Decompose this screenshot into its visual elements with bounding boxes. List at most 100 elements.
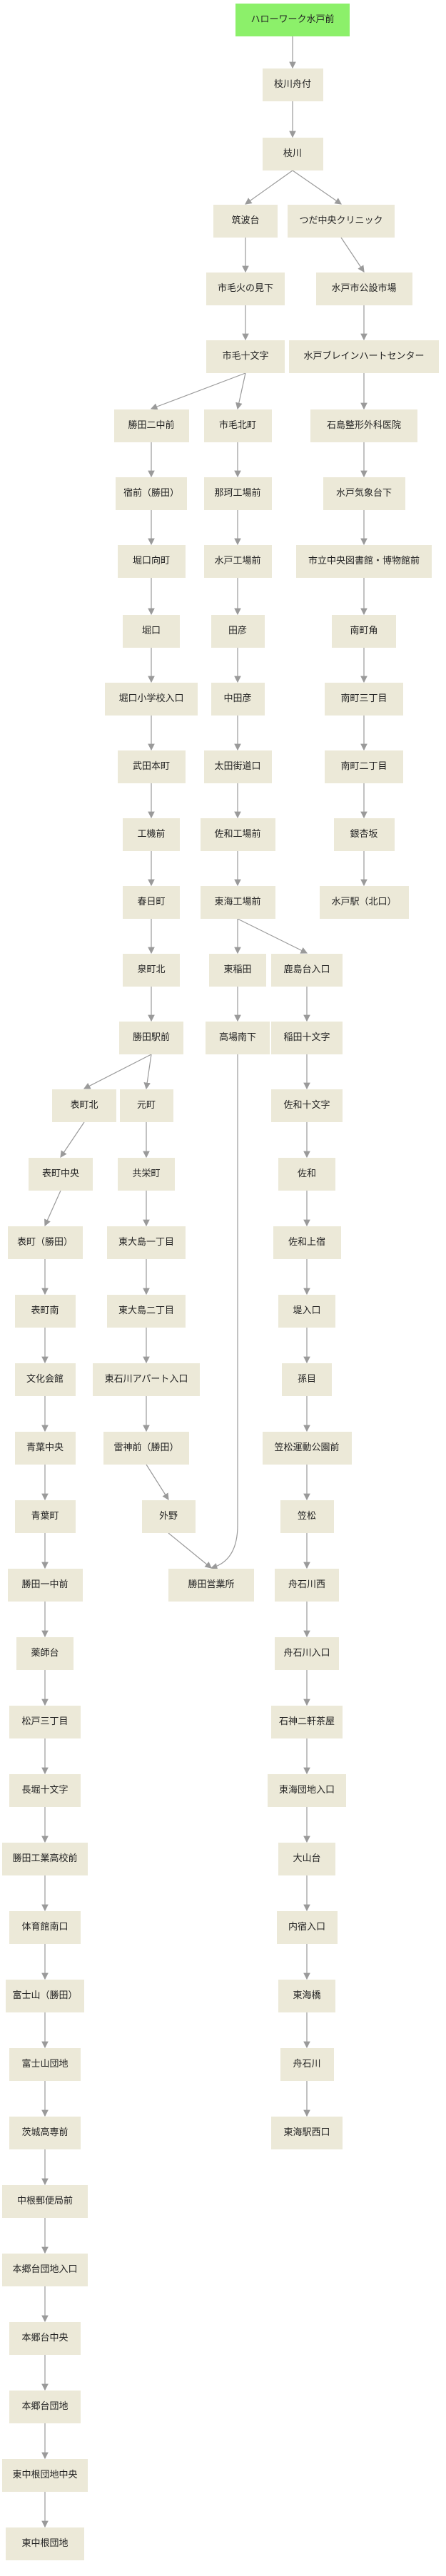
- stop-node: 枝川: [262, 138, 323, 170]
- stop-node: 勝田一中前: [7, 1569, 83, 1602]
- stop-node: 東海工場前: [200, 886, 275, 919]
- stop-node: 東海駅西口: [271, 2117, 343, 2149]
- stop-node: 笠松運動公園前: [262, 1432, 352, 1465]
- stop-node: 市立中央図書館・博物館前: [296, 545, 432, 578]
- stop-node: 稲田十文字: [271, 1022, 343, 1054]
- stop-node: 文化会館: [14, 1363, 76, 1396]
- stop-node: 本郷台団地: [9, 2391, 81, 2423]
- stop-node: 青葉町: [14, 1500, 76, 1533]
- stop-node: 石島整形外科医院: [310, 409, 417, 442]
- stop-node: 笠松: [280, 1500, 334, 1533]
- stop-node: 表町北: [52, 1089, 116, 1122]
- stop-node: 舟石川: [280, 2048, 334, 2081]
- stop-node: 中根郵便局前: [2, 2185, 88, 2218]
- stop-node: 泉町北: [123, 954, 180, 987]
- stop-node: 中田彦: [211, 683, 265, 716]
- stop-node: 表町（勝田）: [7, 1226, 83, 1259]
- stop-node: 春日町: [123, 886, 180, 919]
- stop-node: 舟石川入口: [275, 1637, 339, 1670]
- edge-connector: [44, 1190, 61, 1227]
- edge-connector: [60, 1121, 85, 1158]
- edge-connector: [245, 170, 293, 205]
- stop-node: 南町角: [332, 615, 396, 648]
- stop-node: 筑波台: [213, 205, 278, 238]
- stop-node: 太田街道口: [203, 750, 272, 783]
- stop-node: 石神二軒茶屋: [271, 1706, 343, 1738]
- stop-node: 内宿入口: [276, 1911, 338, 1944]
- stop-node: 東大島一丁目: [107, 1226, 186, 1259]
- stop-node: 田彦: [211, 615, 265, 648]
- stop-node: 工機前: [123, 818, 180, 851]
- stop-node: 市毛火の見下: [206, 273, 285, 305]
- edge-connector: [150, 372, 246, 410]
- edge-connector: [83, 1054, 152, 1089]
- edge-connector: [237, 918, 308, 954]
- stop-node: 舟石川西: [275, 1569, 339, 1602]
- stop-node: 堤入口: [278, 1295, 335, 1328]
- stop-node: 勝田工業高校前: [2, 1843, 88, 1875]
- stop-node: 外野: [141, 1500, 196, 1533]
- stop-node: 市毛十文字: [206, 340, 285, 373]
- stop-node: 武田本町: [117, 750, 186, 783]
- stop-node: 東稲田: [209, 954, 266, 987]
- stop-node: ハローワーク水戸前: [235, 4, 350, 36]
- stop-node: 元町: [119, 1089, 173, 1122]
- stop-node: 雷神前（勝田）: [103, 1432, 189, 1465]
- stop-node: 佐和: [278, 1158, 335, 1191]
- edge-connector: [146, 1464, 169, 1501]
- stop-node: 勝田二中前: [113, 409, 189, 442]
- stop-node: 宿前（勝田）: [116, 477, 187, 510]
- stop-node: 佐和上宿: [273, 1226, 341, 1259]
- edge-connector: [210, 1054, 238, 1570]
- stop-node: 堀口向町: [117, 545, 186, 578]
- stop-node: 体育館南口: [9, 1911, 81, 1944]
- stop-node: 佐和十文字: [271, 1089, 343, 1122]
- stop-node: 表町南: [14, 1295, 76, 1328]
- stop-node: 佐和工場前: [200, 818, 275, 851]
- stop-node: 松戸三丁目: [9, 1706, 81, 1738]
- edge-connector: [168, 1532, 212, 1569]
- stop-node: 東中根団地: [6, 2527, 84, 2560]
- edge-connector: [143, 1054, 152, 1090]
- stop-node: 青葉中央: [14, 1432, 76, 1465]
- edge-connector: [292, 170, 342, 205]
- stop-node: 本郷台中央: [9, 2322, 81, 2355]
- stop-node: 水戸市公設市場: [315, 273, 412, 305]
- stop-node: 孫目: [282, 1363, 332, 1396]
- stop-node: 堀口: [123, 615, 180, 648]
- stop-node: 勝田営業所: [168, 1569, 254, 1602]
- stop-node: 共栄町: [118, 1158, 175, 1191]
- stop-node: 東石川アパート入口: [93, 1363, 200, 1396]
- stop-node: 本郷台団地入口: [2, 2254, 88, 2286]
- stop-node: 那珂工場前: [203, 477, 272, 510]
- stop-node: 茨城高専前: [9, 2117, 81, 2149]
- stop-node: 薬師台: [16, 1637, 74, 1670]
- stop-node: 東海橋: [278, 1980, 335, 2012]
- stop-node: 鹿島台入口: [271, 954, 343, 987]
- stop-node: 枝川舟付: [262, 68, 323, 101]
- stop-node: つだ中央クリニック: [288, 205, 395, 238]
- stop-node: 水戸駅（北口）: [319, 886, 409, 919]
- stop-node: 高場南下: [206, 1022, 270, 1054]
- stop-node: 東海団地入口: [268, 1774, 346, 1807]
- edge-connector: [235, 372, 246, 410]
- stop-node: 水戸気象台下: [323, 477, 405, 510]
- stop-node: 表町中央: [29, 1158, 93, 1191]
- stop-node: 銀杏坂: [333, 818, 395, 851]
- stop-node: 水戸工場前: [203, 545, 272, 578]
- stop-node: 東中根団地中央: [2, 2459, 88, 2492]
- stop-node: 大山台: [278, 1843, 335, 1875]
- stop-node: 市毛北町: [203, 409, 272, 442]
- edge-connector: [340, 237, 365, 273]
- stop-node: 富士山団地: [9, 2048, 81, 2081]
- stop-node: 長堀十文字: [9, 1774, 81, 1807]
- stop-node: 東大島二丁目: [107, 1295, 186, 1328]
- stop-node: 南町三丁目: [325, 683, 403, 716]
- stop-node: 水戸ブレインハートセンター: [289, 340, 439, 373]
- stop-node: 南町二丁目: [325, 750, 403, 783]
- stop-node: 堀口小学校入口: [105, 683, 198, 716]
- stop-node: 勝田駅前: [119, 1022, 183, 1054]
- stop-node: 富士山（勝田）: [6, 1980, 84, 2012]
